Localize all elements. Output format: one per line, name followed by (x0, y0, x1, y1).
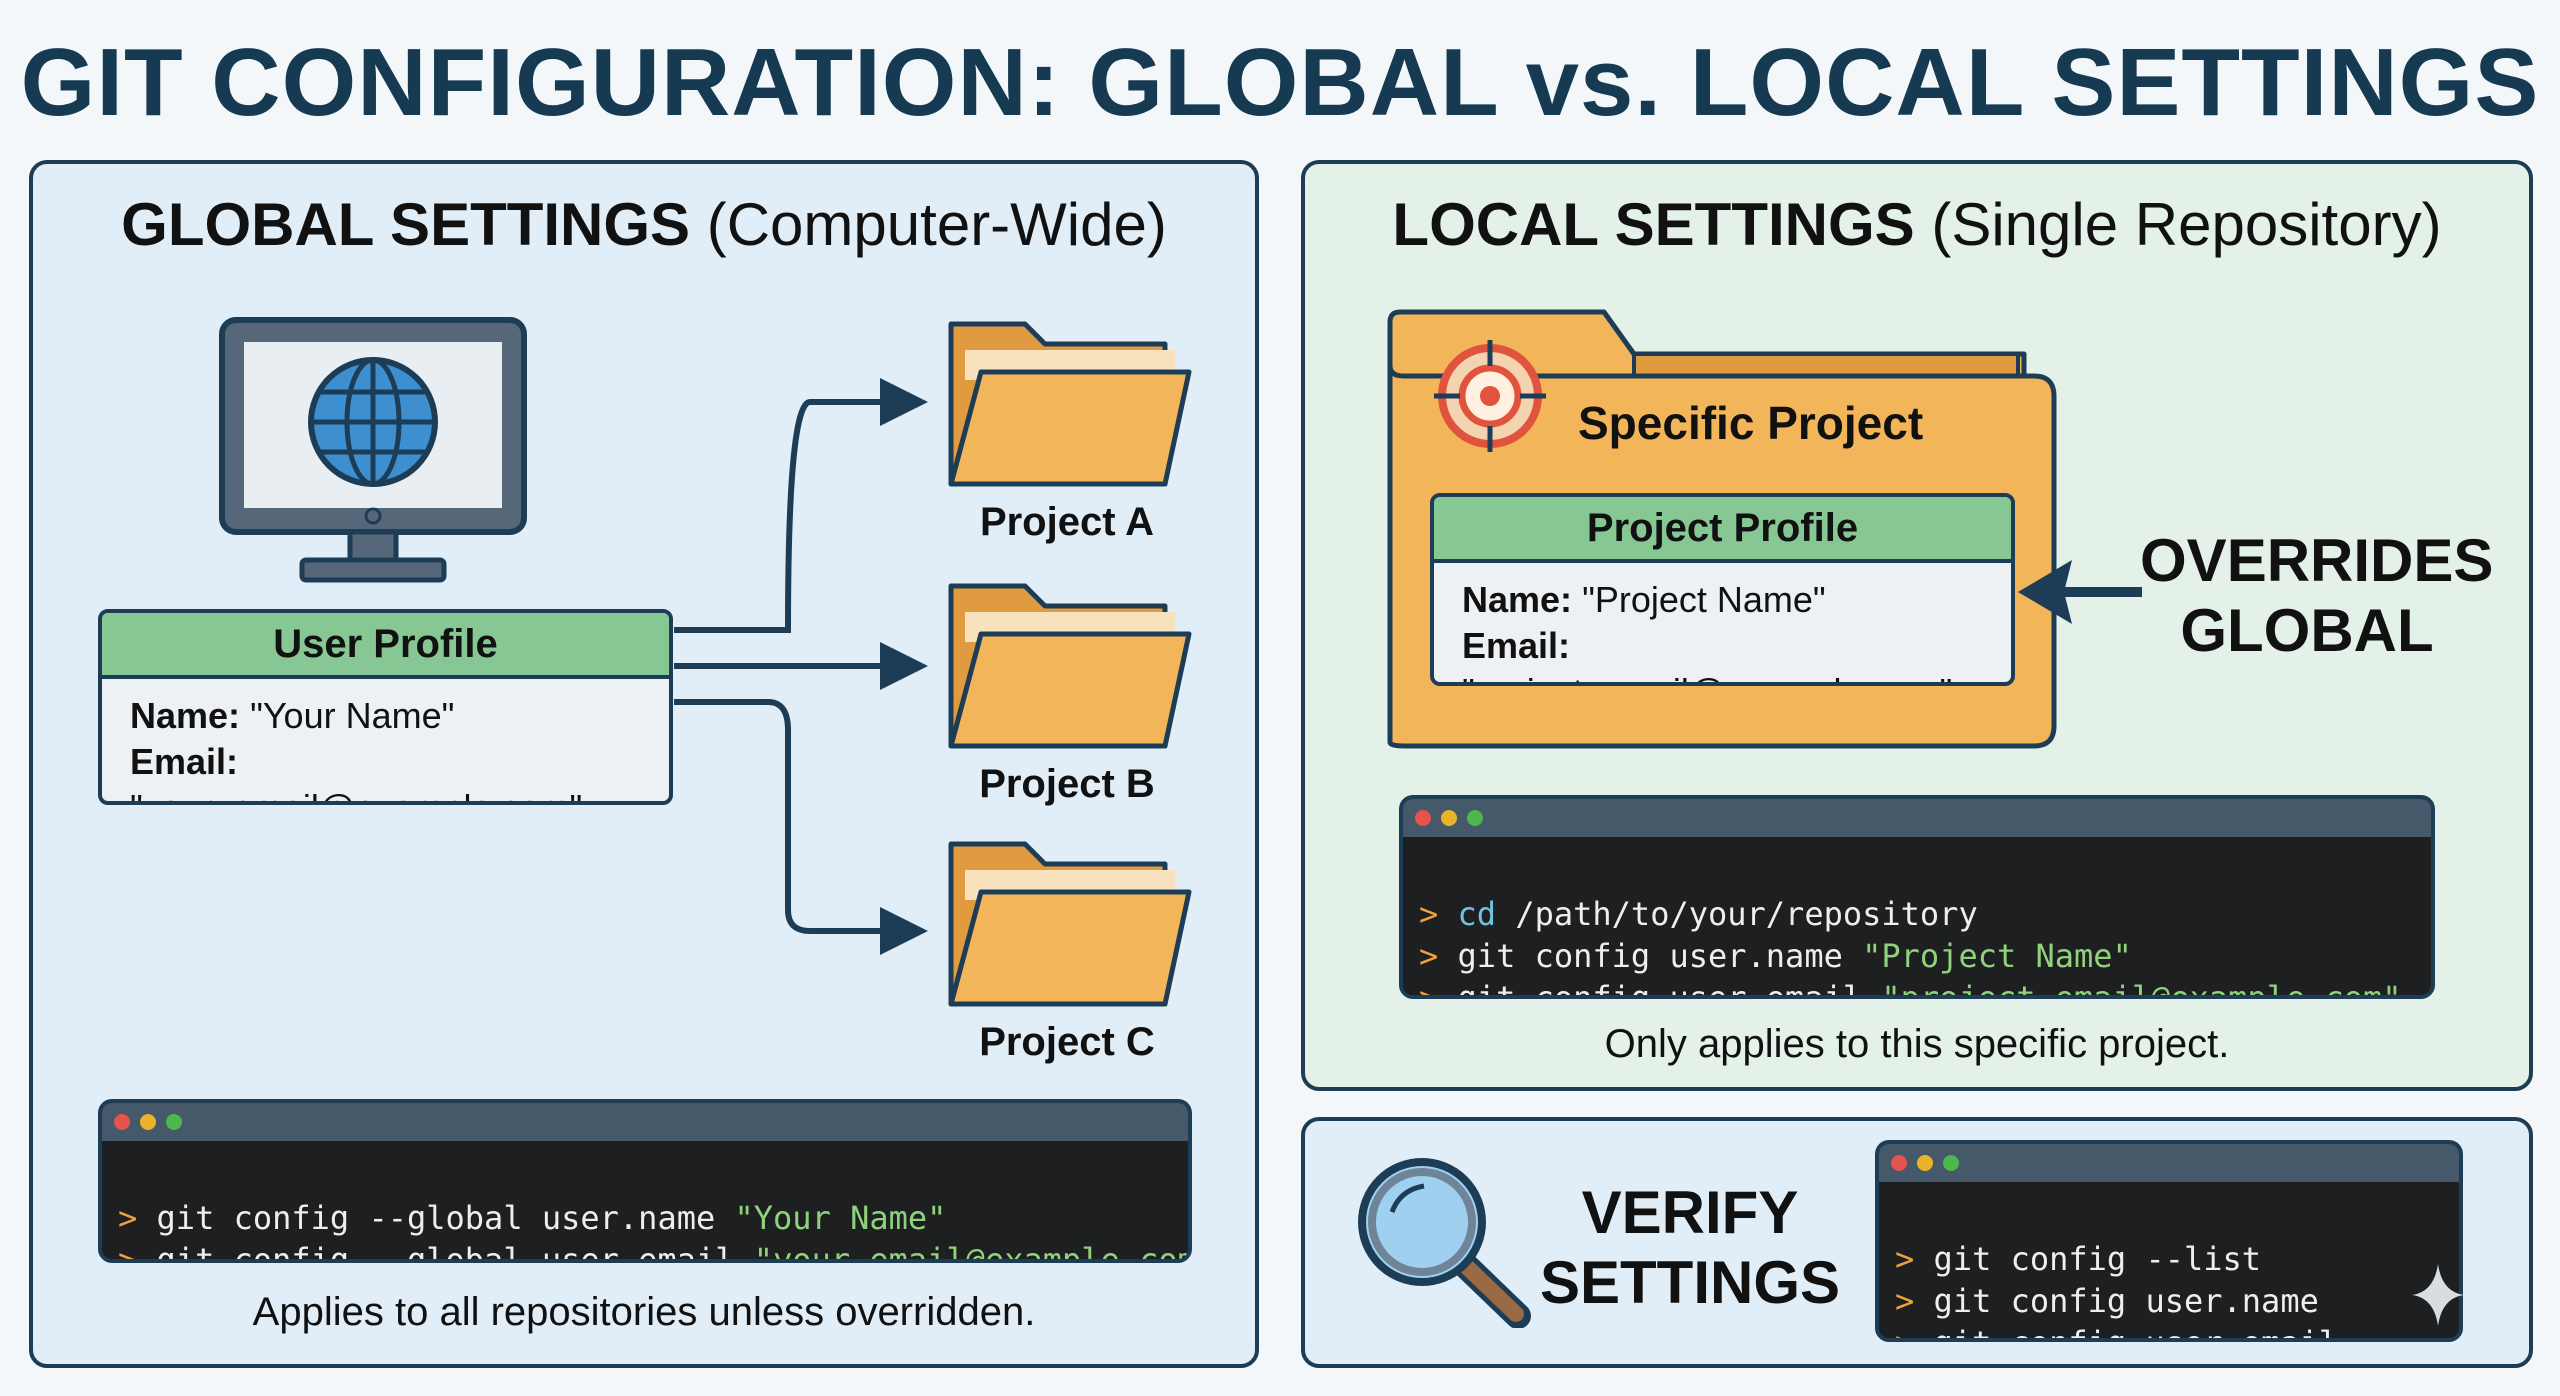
profile-header: User Profile (102, 613, 669, 679)
distribution-arrows (674, 378, 928, 955)
terminal-line: > git config user.email (1895, 1322, 2443, 1338)
overrides-text: OVERRIDES (2140, 527, 2494, 594)
minimize-dot-icon (1441, 810, 1457, 826)
maximize-dot-icon (1943, 1155, 1959, 1171)
page-title: GIT CONFIGURATION: GLOBAL vs. LOCAL SETT… (20, 29, 2540, 136)
minimize-dot-icon (1917, 1155, 1933, 1171)
terminal-line: > git config --list (1895, 1240, 2262, 1278)
email-value: "your_email@example.com" (130, 787, 582, 801)
user-profile-card: User Profile Name: "Your Name" Email: "y… (98, 609, 673, 805)
target-icon (1434, 340, 1546, 452)
close-dot-icon (114, 1114, 130, 1130)
heading-bold: LOCAL SETTINGS (1392, 191, 1915, 258)
maximize-dot-icon (166, 1114, 182, 1130)
maximize-dot-icon (1467, 810, 1483, 826)
project-b-label: Project B (979, 762, 1155, 806)
terminal-line: > git config user.email "project_email@e… (1419, 979, 2402, 999)
specific-project-label: Specific Project (1578, 397, 1924, 449)
terminal-line: > cd /path/to/your/repository (1419, 895, 1978, 933)
sparkle-icon (2412, 1264, 2464, 1326)
terminal-line: > git config --global user.email "your_e… (118, 1241, 1192, 1263)
profile-header: Project Profile (1434, 497, 2011, 563)
name-label: Name: (130, 695, 241, 736)
project-a-label: Project A (979, 500, 1155, 544)
global-caption: Applies to all repositories unless overr… (252, 1290, 1036, 1334)
local-caption: Only applies to this specific project. (1604, 1022, 2230, 1066)
global-heading: GLOBAL SETTINGS (Computer-Wide) (29, 190, 1259, 259)
name-value: "Project Name" (1582, 579, 1826, 620)
verify-terminal: > git config --list > git config user.nam… (1875, 1140, 2463, 1342)
terminal-line: > git config user.name (1895, 1282, 2319, 1320)
email-label: Email: (1462, 625, 1571, 666)
folder-icon (945, 578, 1195, 754)
monitor-globe-icon (219, 317, 527, 583)
folder-icon (945, 316, 1195, 492)
name-value: "Your Name" (250, 695, 455, 736)
global-terminal: > git config --global user.name "Your Na… (98, 1099, 1192, 1263)
global-text: GLOBAL (2180, 597, 2434, 664)
settings-text: SETTINGS (1539, 1249, 1841, 1316)
magnifier-icon (1358, 1158, 1531, 1328)
override-arrow-icon (2018, 560, 2142, 624)
terminal-line: > git config user.name "Project Name" (1419, 937, 2132, 975)
folder-icon (948, 841, 1192, 1007)
email-value: "project_email@example.com" (1462, 671, 1952, 682)
project-c-label: Project C (979, 1020, 1155, 1064)
email-label: Email: (130, 741, 239, 782)
name-label: Name: (1462, 579, 1573, 620)
project-profile-card: Project Profile Name: "Project Name" Ema… (1430, 493, 2015, 686)
verify-text: VERIFY (1581, 1179, 1799, 1246)
close-dot-icon (1891, 1155, 1907, 1171)
local-terminal: > cd /path/to/your/repository > git confi… (1399, 795, 2435, 999)
heading-rest: (Computer-Wide) (706, 191, 1167, 258)
minimize-dot-icon (140, 1114, 156, 1130)
heading-bold: GLOBAL SETTINGS (121, 191, 691, 258)
close-dot-icon (1415, 810, 1431, 826)
local-heading: LOCAL SETTINGS (Single Repository) (1301, 190, 2533, 259)
terminal-line: > git config --global user.name "Your Na… (118, 1199, 947, 1237)
heading-rest: (Single Repository) (1931, 191, 2442, 258)
